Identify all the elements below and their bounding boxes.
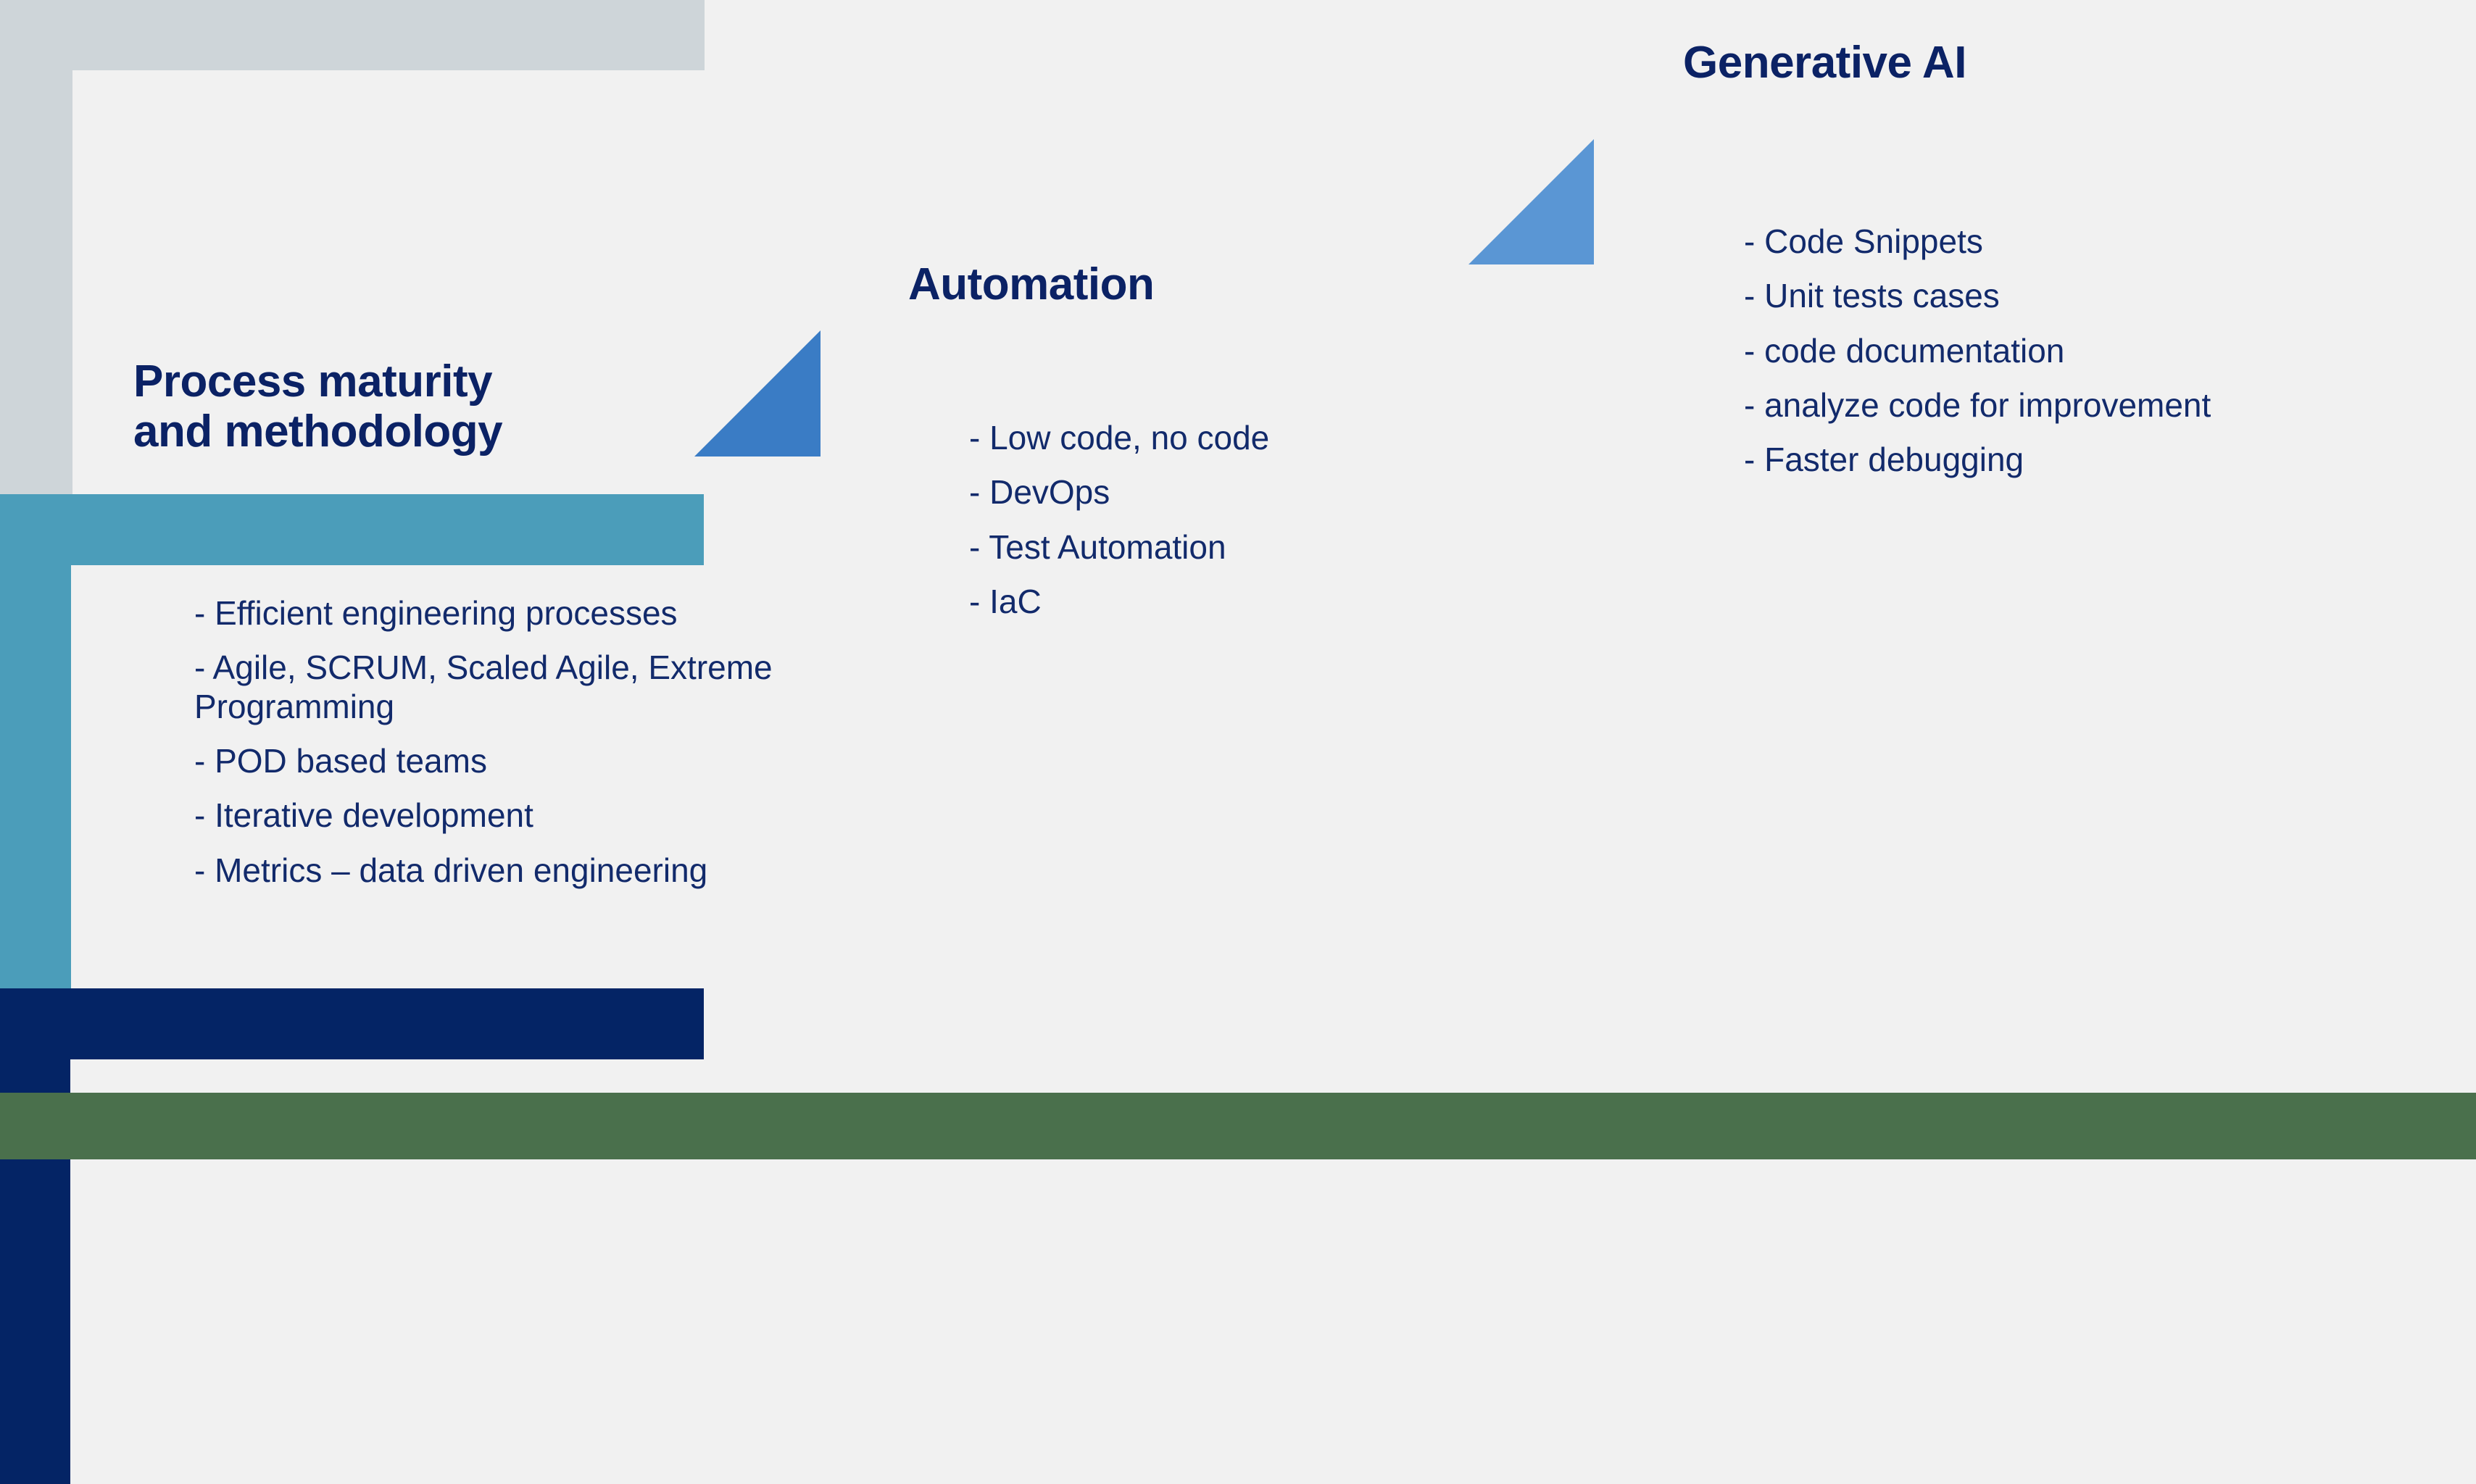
- column2-title: Automation: [908, 259, 1155, 309]
- column1-bracket-horizontal: [0, 0, 705, 70]
- list-item: - DevOps: [969, 473, 1110, 512]
- step-arrow-triangle-icon-2: [1468, 139, 1594, 264]
- column1-title: Process maturity and methodology: [133, 357, 503, 457]
- list-item: - Efficient engineering processes: [194, 594, 678, 632]
- list-item: - POD based teams: [194, 742, 487, 780]
- list-item: - analyze code for improvement: [1744, 386, 2211, 425]
- column1-bullet-list: - Efficient engineering processes - Agil…: [194, 594, 796, 906]
- list-item: - Test Automation: [969, 528, 1226, 566]
- list-item: - Faster debugging: [1744, 441, 2024, 479]
- step-arrow-triangle-icon-1: [694, 330, 821, 457]
- column2-bracket-horizontal: [0, 494, 704, 565]
- list-item: - Iterative development: [194, 796, 533, 835]
- list-item: - Unit tests cases: [1744, 277, 2000, 315]
- list-item: - Code Snippets: [1744, 222, 1983, 260]
- list-item: - Metrics – data driven engineering: [194, 851, 708, 889]
- column3-title: Generative AI: [1683, 38, 1966, 88]
- column1-bracket-vertical: [0, 70, 72, 494]
- list-item: - code documentation: [1744, 331, 2065, 370]
- column2-bracket-vertical: [0, 565, 71, 988]
- list-item: - Agile, SCRUM, Scaled Agile, Extreme Pr…: [194, 649, 773, 725]
- footer-band: [0, 1093, 2476, 1159]
- list-item: - Low code, no code: [969, 419, 1270, 457]
- column2-bullet-list: - Low code, no code - DevOps - Test Auto…: [969, 419, 1571, 637]
- column3-bullet-list: - Code Snippets - Unit tests cases - cod…: [1744, 222, 2346, 496]
- column3-bracket-horizontal: [0, 988, 704, 1059]
- list-item: - IaC: [969, 583, 1042, 621]
